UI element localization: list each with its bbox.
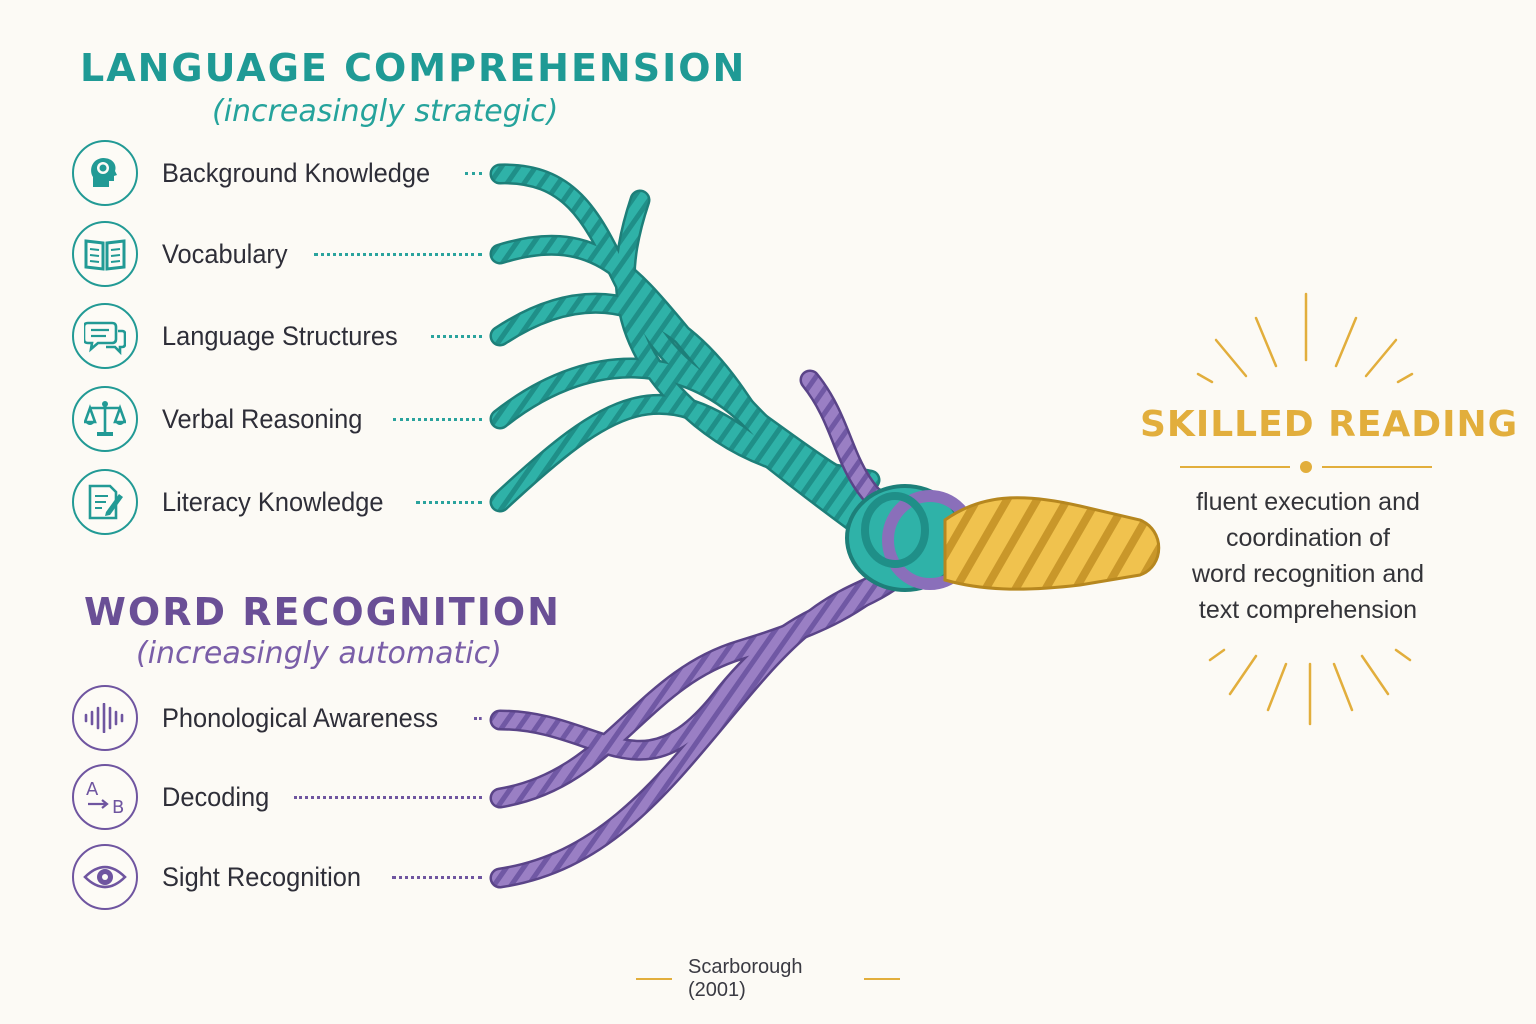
- leader-line: [294, 795, 482, 799]
- item-vocabulary: Vocabulary: [72, 218, 482, 290]
- document-pen-icon: [72, 469, 138, 535]
- svg-text:B: B: [112, 797, 124, 817]
- citation: Scarborough (2001): [620, 956, 916, 1002]
- word-recognition-subtitle: (increasingly automatic): [136, 636, 502, 671]
- item-background-knowledge: Background Knowledge: [72, 137, 482, 209]
- leader-line: [391, 875, 482, 879]
- description-line: word recognition and: [1191, 560, 1425, 588]
- eye-icon: [72, 844, 138, 910]
- leader-line: [393, 417, 482, 421]
- leader-line: [415, 500, 482, 504]
- item-label: Phonological Awareness: [162, 702, 439, 733]
- leader-line: [313, 252, 482, 256]
- item-label: Sight Recognition: [162, 861, 361, 892]
- description-line: coordination of: [1225, 524, 1390, 552]
- item-label: Decoding: [162, 781, 270, 812]
- item-sight-recognition: Sight Recognition: [72, 841, 482, 913]
- description-line: text comprehension: [1198, 596, 1418, 624]
- citation-dash-right: [864, 978, 900, 980]
- leader-line: [465, 171, 482, 175]
- item-literacy-knowledge: Literacy Knowledge: [72, 466, 482, 538]
- item-label: Verbal Reasoning: [162, 403, 363, 434]
- language-comprehension-title: LANGUAGE COMPREHENSION: [80, 46, 747, 90]
- word-recognition-title: WORD RECOGNITION: [84, 590, 561, 634]
- citation-dash-left: [636, 978, 672, 980]
- item-label: Language Structures: [162, 320, 398, 351]
- sound-wave-icon: [72, 685, 138, 751]
- open-book-icon: [72, 221, 138, 287]
- leader-line: [473, 716, 482, 720]
- svg-text:A: A: [86, 779, 99, 800]
- item-verbal-reasoning: Verbal Reasoning: [72, 383, 482, 455]
- language-comprehension-subtitle: (increasingly strategic): [212, 94, 559, 129]
- description-line: fluent execution and: [1196, 488, 1420, 516]
- skilled-reading-description: fluent execution and coordination of wor…: [1150, 484, 1466, 628]
- item-language-structures: Language Structures: [72, 300, 482, 372]
- item-label: Vocabulary: [162, 238, 288, 269]
- skilled-reading-title: SKILLED READING: [1140, 404, 1519, 445]
- head-lightbulb-icon: [72, 140, 138, 206]
- balance-scale-icon: [72, 386, 138, 452]
- leader-line: [430, 334, 482, 338]
- item-label: Literacy Knowledge: [162, 486, 384, 517]
- speech-bubbles-icon: [72, 303, 138, 369]
- item-phonological-awareness: Phonological Awareness: [72, 682, 482, 754]
- citation-text: Scarborough (2001): [687, 956, 803, 1001]
- item-label: Background Knowledge: [162, 157, 431, 188]
